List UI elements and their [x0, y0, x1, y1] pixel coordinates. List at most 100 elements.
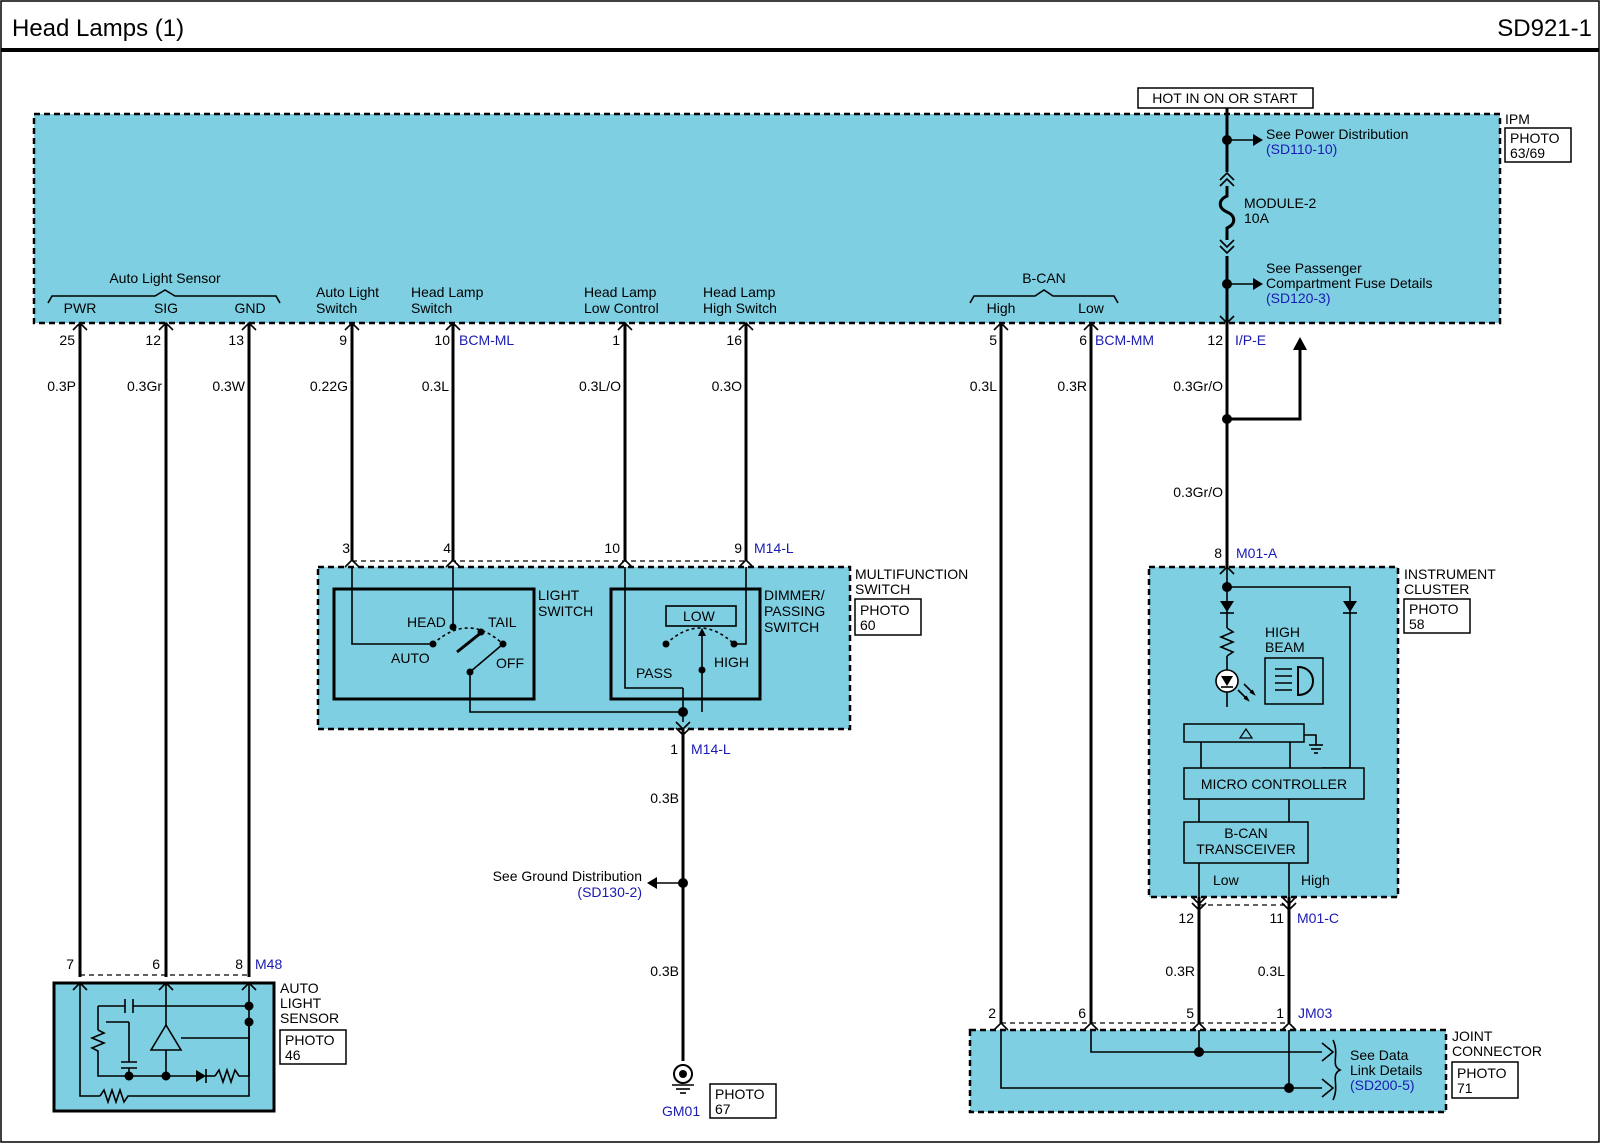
data-link-label-1: See Data: [1350, 1047, 1409, 1063]
fuse-bottom-chevron: [1219, 239, 1235, 255]
auto-light-switch-label-2: Switch: [316, 300, 357, 316]
light-switch-common: [469, 672, 683, 713]
low-label: LOW: [683, 608, 716, 624]
auto-label: AUTO: [391, 650, 430, 666]
sensor-photo-number: 46: [285, 1047, 301, 1063]
wire-label: 0.3P: [47, 378, 76, 394]
mfs-label-2: SWITCH: [855, 581, 910, 597]
sensor-pin: 6: [152, 956, 160, 972]
ipe-connector: I/P-E: [1235, 332, 1266, 348]
auto-light-sensor-brace: [47, 289, 281, 304]
joint-pin: 5: [1186, 1005, 1194, 1021]
sensor-label-2: LIGHT: [280, 995, 322, 1011]
joint-terminals: [993, 1021, 1297, 1031]
ipm-pin: 25: [59, 332, 75, 348]
ipm-pin: 6: [1079, 332, 1087, 348]
bcan-brace: [969, 289, 1119, 304]
ipm-pin: 9: [339, 332, 347, 348]
joint-label-1: JOINT: [1452, 1028, 1493, 1044]
bcan-transceiver-label-1: B-CAN: [1224, 825, 1268, 841]
sensor-label-1: AUTO: [280, 980, 319, 996]
ipm-photo-number: 63/69: [1510, 145, 1545, 161]
cluster-pin: 11: [1269, 910, 1284, 926]
wire-label: 0.3Gr/O: [1173, 378, 1223, 394]
mfs-pin: 1: [670, 741, 678, 757]
ground-terminal-center: [679, 1070, 687, 1078]
mfs-pin: 10: [604, 540, 620, 556]
ipm-pin: 16: [726, 332, 742, 348]
cluster-connector-top: M01-A: [1236, 545, 1278, 561]
bcan-group-label: B-CAN: [1022, 270, 1066, 286]
tail-label: TAIL: [488, 614, 517, 630]
bcan-transceiver-label-2: TRANSCEIVER: [1196, 841, 1296, 857]
bcm-mm-connector: BCM-MM: [1095, 332, 1154, 348]
ipm-pin: 10: [434, 332, 450, 348]
high-label: HIGH: [714, 654, 749, 670]
ground-terminal-ring: [673, 1064, 693, 1084]
wire-label: 0.3L/O: [579, 378, 621, 394]
light-switch-box: [332, 587, 536, 701]
cluster-feed-junction: [1222, 582, 1232, 592]
wire-label: 0.3Gr/O: [1173, 484, 1223, 500]
dimmer-label-3: SWITCH: [764, 619, 819, 635]
pass-fuse-label-1: See Passenger: [1266, 260, 1362, 276]
joint-pin: 6: [1078, 1005, 1086, 1021]
cluster-pin: 12: [1178, 910, 1194, 926]
dimmer-low-loop: [624, 567, 683, 689]
light-switch-label-1: LIGHT: [538, 587, 580, 603]
cluster-photo-box: [1403, 598, 1471, 634]
dimmer-switch-box: [609, 587, 762, 701]
power-dist-arrow: [1253, 134, 1263, 146]
head-label: HEAD: [407, 614, 446, 630]
ground-photo-label: PHOTO: [715, 1086, 765, 1102]
wire-label: 0.3R: [1165, 963, 1195, 979]
ground-icon: [672, 1084, 694, 1094]
bcm-ml-connector: BCM-ML: [459, 332, 514, 348]
wire-label: 0.3O: [712, 378, 742, 394]
mfs-pin: 4: [443, 540, 451, 556]
wire-label: 0.3B: [650, 963, 679, 979]
fuse-module-2: [1218, 186, 1236, 240]
cluster-connector-bottom: M01-C: [1297, 910, 1339, 926]
ipm-pin: 13: [228, 332, 244, 348]
data-link-label-2: Link Details: [1350, 1062, 1422, 1078]
sensor-photo-label: PHOTO: [285, 1032, 335, 1048]
mfs-connector-bottom: M14-L: [691, 741, 731, 757]
ipm-photo-label: PHOTO: [1510, 130, 1560, 146]
power-dist-label: See Power Distribution: [1266, 126, 1408, 142]
ipm-pin: 1: [612, 332, 620, 348]
bcan-transceiver-outputs: [1198, 863, 1290, 897]
gnd-label: GND: [234, 300, 265, 316]
fuse-top-chevron: [1219, 171, 1235, 187]
page-title: Head Lamps (1): [12, 15, 184, 42]
low-box: [665, 605, 737, 627]
joint-photo-label: PHOTO: [1457, 1065, 1507, 1081]
cluster-low-label: Low: [1213, 872, 1240, 888]
dimmer-lever-arrow: [698, 628, 706, 636]
high-switch-label-1: Head Lamp: [703, 284, 776, 300]
power-dist-ref: (SD110-10): [1266, 141, 1337, 157]
sensor-photo-box: [279, 1029, 347, 1065]
joint-junction: [1194, 1047, 1204, 1057]
mfs-connector-top: M14-L: [754, 540, 794, 556]
wire-label: 0.3Gr: [127, 378, 162, 394]
cluster-label-1: INSTRUMENT: [1404, 566, 1496, 582]
pass-label: PASS: [636, 665, 672, 681]
joint-pin: 2: [988, 1005, 996, 1021]
fuse-gap: [1219, 172, 1235, 256]
wire-label: 0.3B: [650, 790, 679, 806]
high-beam-icon: [1275, 665, 1314, 697]
auto-light-switch-label-1: Auto Light: [316, 284, 379, 300]
ipm-photo-box: [1504, 127, 1572, 163]
micro-controller-label: MICRO CONTROLLER: [1201, 776, 1347, 792]
wire-feed-branch: [1227, 344, 1302, 421]
mfs-terminals: [344, 558, 754, 737]
joint-junction: [1284, 1083, 1294, 1093]
ground-photo-box: [709, 1083, 777, 1119]
sensor-connector: M48: [255, 956, 282, 972]
feed-branch-arrow: [1293, 337, 1307, 350]
bcan-transceiver-box: [1183, 821, 1309, 864]
sensor-junction: [161, 1071, 171, 1081]
joint-connector-id: JM03: [1298, 1005, 1332, 1021]
